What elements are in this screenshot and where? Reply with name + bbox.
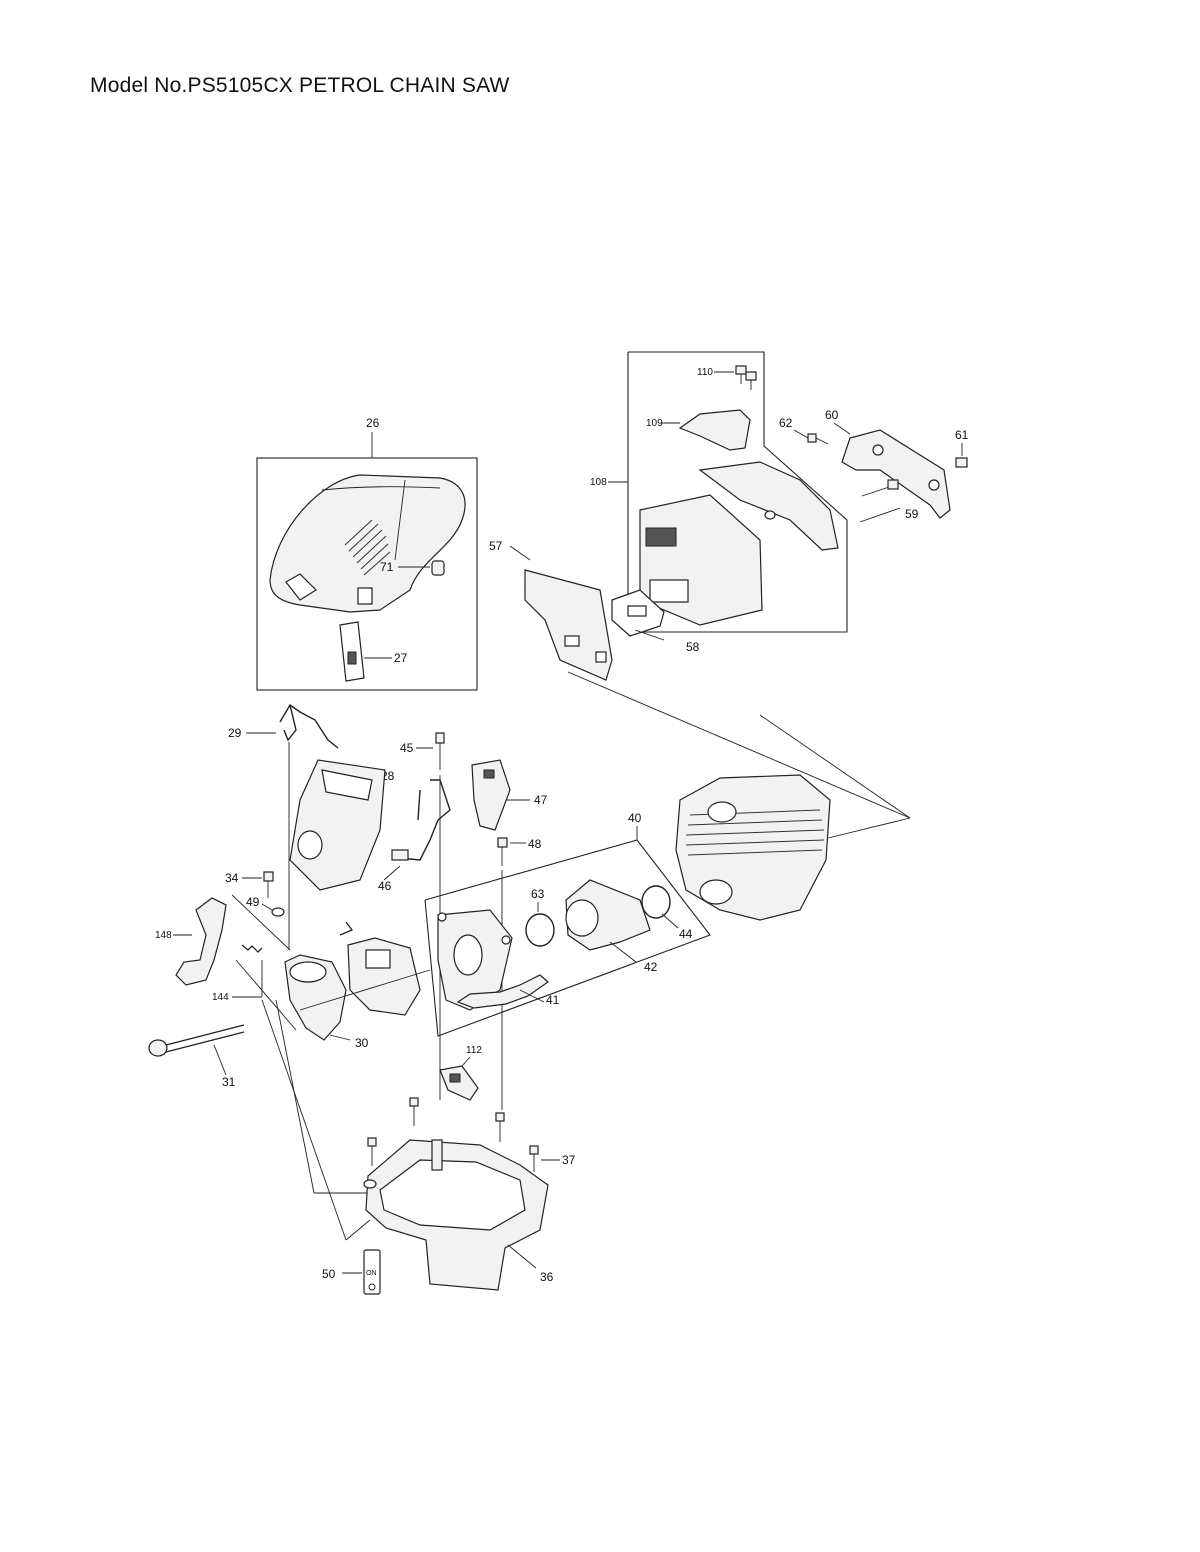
- carburetor: [339, 921, 421, 1016]
- part-label-148: 148: [155, 930, 172, 941]
- impulse-hose: [456, 974, 549, 1009]
- part-label-34: 34: [225, 871, 239, 885]
- o-ring-63: [525, 913, 555, 947]
- washer-49: [271, 907, 285, 917]
- part-label-59: 59: [905, 507, 919, 521]
- screw-61: [955, 457, 968, 468]
- air-filter-cover: [269, 474, 466, 613]
- part-label-47: 47: [534, 793, 548, 807]
- muffler-body: [639, 494, 763, 626]
- switch-decal: ON: [363, 1249, 381, 1295]
- part-label-71: 71: [380, 560, 394, 574]
- muffler-screws: [735, 365, 757, 390]
- muffler-bracket: [841, 429, 951, 519]
- air-filter: [289, 759, 386, 891]
- switch-bracket: [471, 759, 511, 831]
- part-label-50: 50: [322, 1267, 336, 1281]
- part-label-112: 112: [466, 1045, 482, 1056]
- part-label-46: 46: [378, 879, 392, 893]
- wire-spring: [279, 703, 339, 749]
- cylinder: [675, 774, 831, 921]
- intake-group-box: [424, 839, 711, 1037]
- part-label-109: 109: [646, 418, 663, 429]
- part-label-62: 62: [779, 416, 793, 430]
- bolt-59: [861, 479, 899, 497]
- part-label-40: 40: [628, 811, 642, 825]
- muffler-gasket: [611, 589, 665, 637]
- part-label-44: 44: [679, 927, 693, 941]
- carburetor-adapter: [437, 909, 513, 1011]
- tank-housing: [363, 1139, 549, 1291]
- screw-62: [807, 433, 829, 445]
- cover-knob: [431, 560, 445, 576]
- throttle-lever: [175, 897, 227, 986]
- part-label-61: 61: [955, 428, 969, 442]
- part-label-29: 29: [228, 726, 242, 740]
- decal-on-text: ON: [366, 1270, 377, 1277]
- screw-48: [497, 837, 508, 866]
- part-label-31: 31: [222, 1075, 236, 1089]
- cover-group-box: [256, 457, 478, 691]
- part-label-144: 144: [212, 992, 229, 1003]
- part-label-27: 27: [394, 651, 408, 665]
- clamp-44: [641, 885, 671, 919]
- part-label-36: 36: [540, 1270, 554, 1284]
- carburetor-manifold-30: [284, 954, 347, 1041]
- muffler-cover: [698, 461, 839, 551]
- part-label-60: 60: [825, 408, 839, 422]
- page-title: Model No.PS5105CX PETROL CHAIN SAW: [90, 74, 510, 97]
- part-label-41: 41: [546, 993, 560, 1007]
- housing-screws: [367, 1097, 539, 1172]
- long-bolt-31: [148, 1024, 245, 1057]
- muffler-deflector: [678, 409, 751, 451]
- intake-manifold: [565, 879, 651, 951]
- part-label-63: 63: [531, 887, 545, 901]
- part-label-30: 30: [355, 1036, 369, 1050]
- part-label-49: 49: [246, 895, 260, 909]
- part-label-37: 37: [562, 1153, 576, 1167]
- heat-shield: [524, 569, 613, 681]
- cover-decal: [339, 621, 365, 682]
- part-label-108: 108: [590, 477, 607, 488]
- part-label-45: 45: [400, 741, 414, 755]
- part-label-110: 110: [697, 367, 713, 378]
- screw-45: [435, 732, 445, 770]
- part-label-57: 57: [489, 539, 503, 553]
- screw-34: [263, 871, 274, 898]
- part-label-26: 26: [366, 416, 380, 430]
- part-label-48: 48: [528, 837, 542, 851]
- part-label-42: 42: [644, 960, 658, 974]
- return-spring: [241, 944, 263, 953]
- switch-112: [439, 1065, 479, 1101]
- ground-wire: [391, 779, 451, 861]
- part-label-58: 58: [686, 640, 700, 654]
